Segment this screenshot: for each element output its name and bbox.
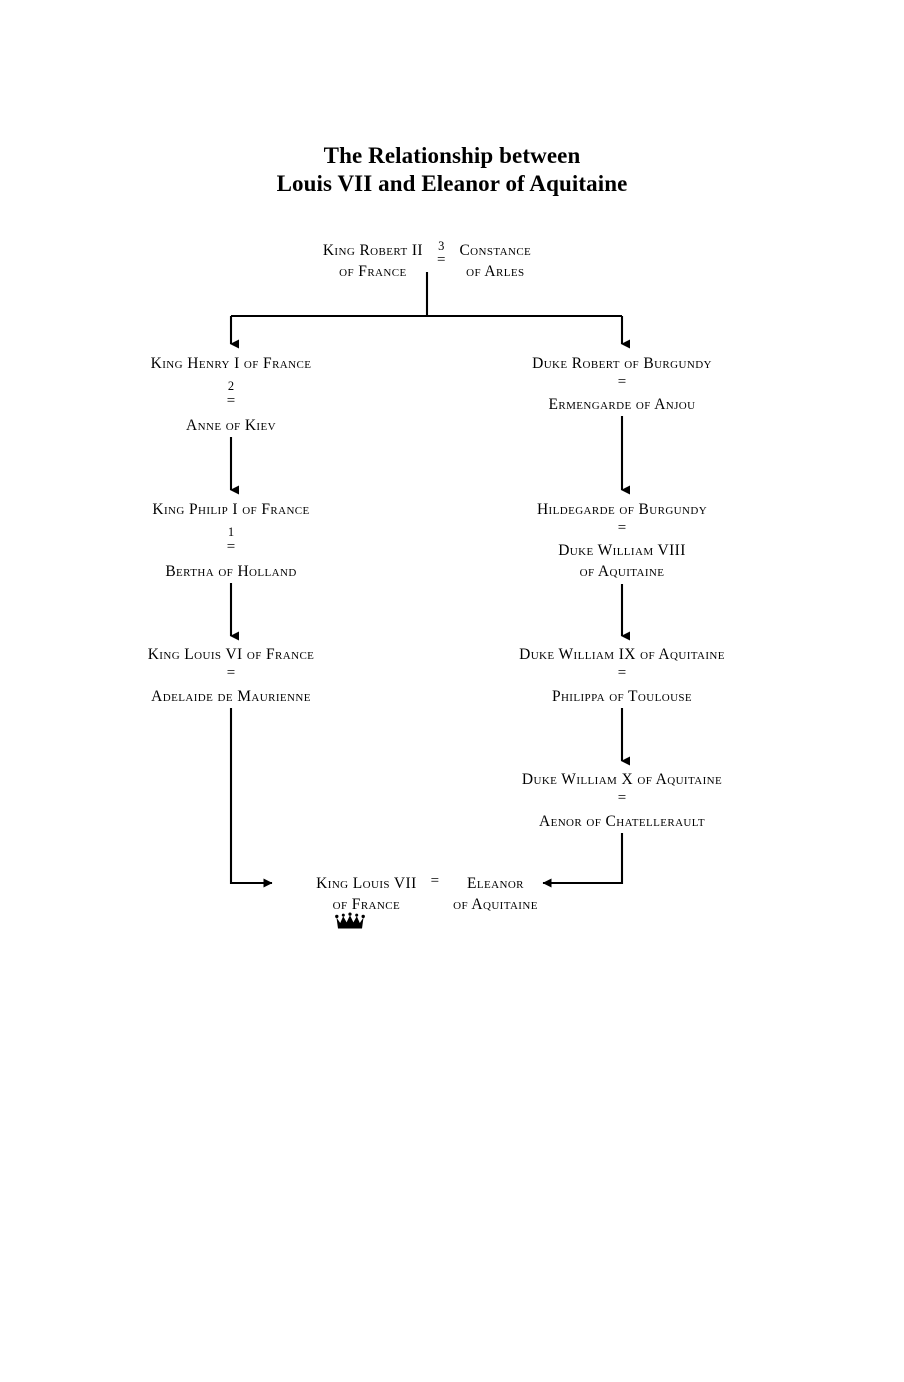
marriage-number-2: 2 [227, 379, 235, 393]
equals-sign: = [226, 665, 236, 681]
equals-sign: = [226, 393, 236, 409]
node-king-robert-ii: King Robert II of France [323, 240, 423, 282]
node-king-robert-ii-line-2: of France [339, 263, 407, 280]
marriage-symbol-henry-anne: 2 = [226, 379, 236, 410]
chart-title-line-2: Louis VII and Eleanor of Aquitaine [276, 171, 628, 196]
node-adelaide-name: Adelaide de Maurienne [151, 688, 311, 705]
node-king-louis-vii-line-1: King Louis VII [316, 875, 417, 892]
node-constance-of-arles: Constance of Arles [459, 240, 531, 282]
marriage-number-3: 3 [438, 239, 445, 253]
node-king-louis-vi: King Louis VI of France [148, 644, 315, 665]
edge-louisvi-to-louisvii [229, 708, 273, 888]
node-duke-william-ix-name: Duke William IX of Aquitaine [519, 646, 725, 663]
node-king-louis-vii: King Louis VII of France [316, 873, 416, 915]
marriage-symbol-louisvii-eleanor: = [417, 873, 453, 890]
marriage-symbol-robert-ermengarde: = [618, 374, 626, 390]
marriage-symbol-louisvi-adelaide: = [227, 665, 235, 681]
node-duke-william-ix: Duke William IX of Aquitaine [519, 644, 725, 665]
node-eleanor-of-aquitaine: Eleanor of Aquitaine [453, 873, 538, 915]
node-king-philip-i-name: King Philip I of France [152, 501, 310, 518]
edge-williamx-to-eleanor [542, 833, 624, 888]
marriage-symbol-robert-constance: 3 = [423, 240, 459, 269]
node-duke-william-viii: Duke William VIII of Aquitaine [558, 540, 686, 582]
marriage-number-1: 1 [227, 525, 235, 539]
node-philippa-name: Philippa of Toulouse [551, 688, 693, 705]
equals-sign: = [226, 539, 236, 555]
marriage-symbol-williamx-aenor: = [618, 790, 626, 806]
node-king-louis-vi-name: King Louis VI of France [147, 646, 315, 663]
node-duke-robert-name: Duke Robert of Burgundy [532, 355, 712, 372]
equals-sign: = [617, 374, 627, 390]
node-duke-robert-of-burgundy: Duke Robert of Burgundy [532, 353, 712, 374]
node-duke-william-x: Duke William X of Aquitaine [522, 769, 722, 790]
node-king-henry-i: King Henry I of France [151, 353, 312, 374]
node-philippa-of-toulouse: Philippa of Toulouse [552, 686, 692, 707]
node-aenor-of-chatellerault: Aenor of Chatellerault [539, 811, 705, 832]
node-duke-william-viii-line-1: Duke William VIII [558, 542, 686, 559]
node-anne-of-kiev: Anne of Kiev [186, 415, 276, 436]
node-duke-william-viii-line-2: of Aquitaine [579, 563, 665, 580]
union-louis-vii-eleanor: King Louis VII of France = Eleanor of Aq… [316, 873, 538, 915]
crown-icon-glyph [335, 912, 365, 929]
node-adelaide-de-maurienne: Adelaide de Maurienne [151, 686, 311, 707]
equals-sign: = [617, 665, 627, 681]
equals-sign: = [436, 252, 446, 268]
union-robert-ii-constance: King Robert II of France 3 = Constance o… [323, 240, 531, 282]
node-duke-william-x-name: Duke William X of Aquitaine [521, 771, 723, 788]
node-aenor-name: Aenor of Chatellerault [538, 813, 706, 830]
marriage-symbol-philip-bertha: 1 = [226, 525, 236, 556]
crown-icon [335, 911, 365, 936]
equals-sign: = [430, 873, 440, 889]
node-eleanor-line-1: Eleanor [467, 875, 524, 892]
node-king-louis-vii-line-2: of France [332, 896, 401, 913]
equals-sign: = [617, 790, 627, 806]
chart-title-line-1: The Relationship between [323, 143, 581, 168]
node-king-philip-i: King Philip I of France [152, 499, 309, 520]
node-constance-line-2: of Arles [466, 263, 525, 280]
node-anne-of-kiev-name: Anne of Kiev [186, 417, 276, 434]
node-king-henry-i-name: King Henry I of France [150, 355, 312, 372]
node-bertha-of-holland: Bertha of Holland [165, 561, 296, 582]
node-ermengarde-name: Ermengarde of Anjou [548, 396, 696, 413]
node-bertha-name: Bertha of Holland [165, 563, 297, 580]
node-hildegarde-name: Hildegarde of Burgundy [536, 501, 708, 518]
node-king-robert-ii-line-1: King Robert II [322, 242, 423, 259]
chart-title: The Relationship between Louis VII and E… [0, 142, 904, 198]
node-ermengarde-of-anjou: Ermengarde of Anjou [549, 394, 696, 415]
marriage-symbol-hildegarde-william: = [618, 520, 626, 536]
marriage-symbol-williamix-philippa: = [618, 665, 626, 681]
node-hildegarde-of-burgundy: Hildegarde of Burgundy [537, 499, 707, 520]
equals-sign: = [617, 520, 627, 536]
node-eleanor-line-2: of Aquitaine [453, 896, 538, 913]
node-constance-line-1: Constance [459, 242, 532, 259]
